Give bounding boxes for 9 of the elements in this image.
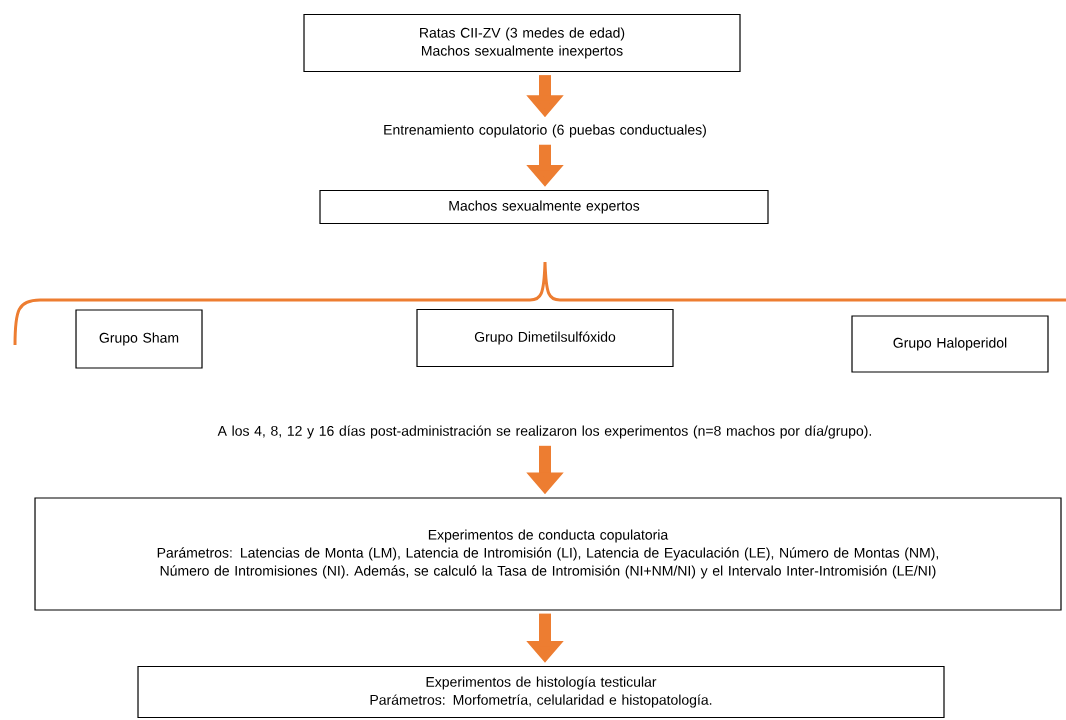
- process-box: Experimentos de conducta copulatoria Parámetros: Latencias de Monta (LM), Latencia de Intromisión (LI), Latencia de Eyaculación (LE), Número de Montas (NM), Número de Intromisiones (NI). Además, se calculó la Tasa de Intromisión (NI+NM/NI) y el Intervalo Inter-Intromisión (LE/NI): [34, 497, 1062, 611]
- group-box: Grupo Haloperidol: [851, 315, 1049, 373]
- step-text: A los 4, 8, 12 y 16 días post-administración se realizaron los experimentos (n=8 machos por día/grupo).: [217, 425, 872, 439]
- process-box: Ratas CII-ZV (3 medes de edad) Machos sexualmente inexpertos: [303, 13, 741, 73]
- process-box: Experimentos de histología testicular Parámetros: Morfometría, celularidad e histopatología.: [137, 665, 945, 719]
- group-box: Grupo Dimetilsulfóxido: [416, 308, 674, 368]
- step-text: Entrenamiento copulatorio (6 puebas conductuales): [384, 124, 706, 138]
- process-box: Machos sexualmente expertos: [319, 189, 769, 225]
- group-box: Grupo Sham: [75, 309, 203, 369]
